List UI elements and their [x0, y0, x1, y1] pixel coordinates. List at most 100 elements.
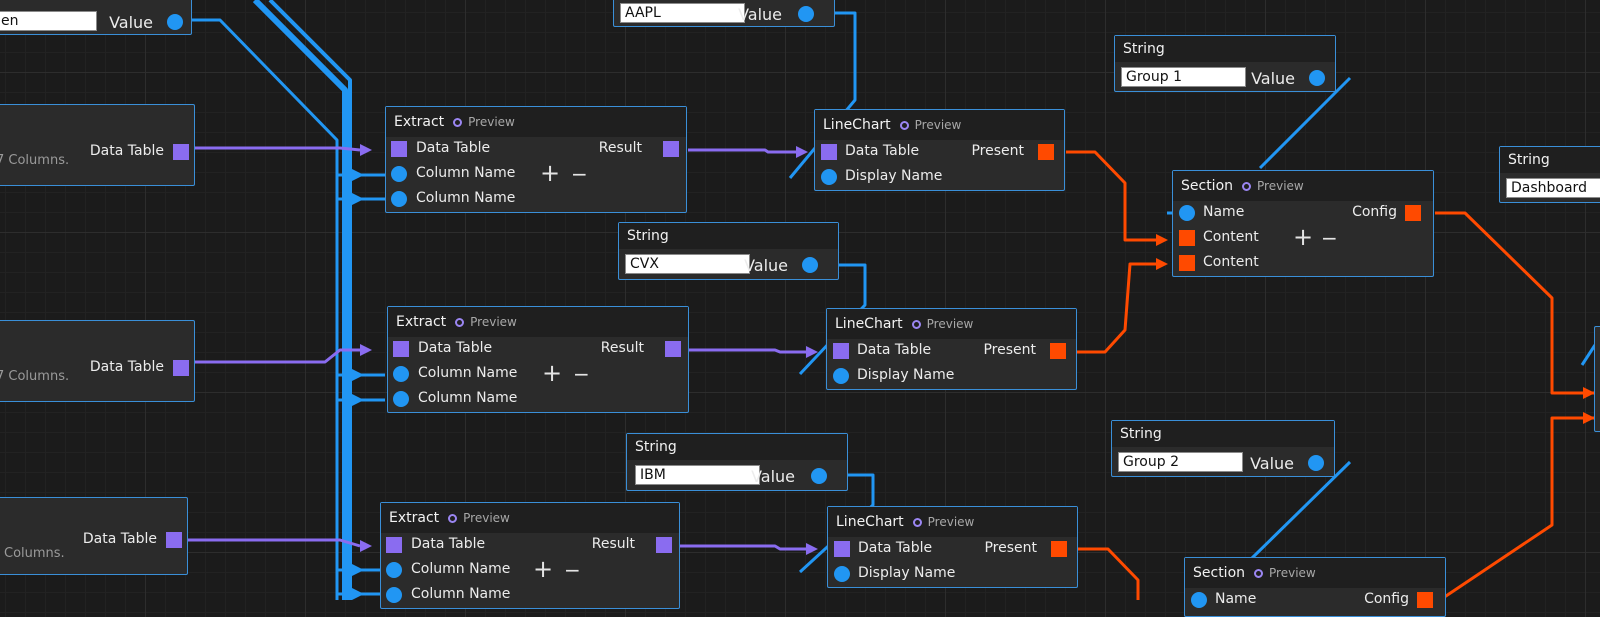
port-row: Display Name — [827, 364, 1076, 389]
value-output-pin[interactable] — [798, 6, 814, 22]
remove-port-button[interactable]: − — [564, 558, 581, 582]
column-name-input-pin[interactable] — [391, 166, 407, 182]
add-port-button[interactable]: + — [533, 555, 554, 583]
preview-label[interactable]: Preview — [926, 317, 974, 331]
name-input-pin[interactable] — [1179, 205, 1195, 221]
port-row: Column Name — [388, 387, 688, 412]
value-output-pin[interactable] — [1308, 455, 1324, 471]
remove-port-button[interactable]: − — [571, 162, 588, 186]
column-name-input-pin[interactable] — [391, 191, 407, 207]
add-port-button[interactable]: + — [1293, 223, 1314, 251]
config-output-pin[interactable] — [1405, 205, 1421, 221]
string-input[interactable]: Dashboard — [1506, 178, 1600, 198]
display-name-input-pin[interactable] — [834, 566, 850, 582]
present-output-pin[interactable] — [1038, 144, 1054, 160]
port-row: Data Table — [0, 135, 194, 160]
data-table-node[interactable]: Data Table 7 Columns. — [0, 320, 195, 402]
data-table-input-pin[interactable] — [386, 537, 402, 553]
column-name-input-pin[interactable] — [393, 366, 409, 382]
string-input[interactable]: CVX — [625, 254, 750, 274]
content-input-pin[interactable] — [1179, 255, 1195, 271]
preview-label[interactable]: Preview — [470, 315, 517, 329]
preview-label[interactable]: Preview — [927, 515, 975, 529]
preview-toggle-icon[interactable] — [448, 513, 458, 523]
preview-label[interactable]: Preview — [463, 511, 510, 525]
preview-toggle-icon[interactable] — [912, 517, 922, 527]
value-output-pin[interactable] — [811, 468, 827, 484]
arrow-head — [360, 344, 372, 356]
preview-label[interactable]: Preview — [914, 118, 962, 132]
name-label: Name — [1203, 204, 1245, 220]
columns-hint: 7 Columns. — [0, 153, 70, 168]
data-table-input-pin[interactable] — [834, 541, 850, 557]
display-name-input-pin[interactable] — [833, 368, 849, 384]
data-table-input-pin[interactable] — [391, 141, 407, 157]
remove-port-button[interactable]: − — [573, 362, 590, 386]
result-output-pin[interactable] — [663, 141, 679, 157]
string-node[interactable]: String CVX Value — [618, 222, 839, 280]
data-table-input-pin[interactable] — [833, 343, 849, 359]
string-input[interactable]: AAPL — [620, 3, 745, 23]
data-table-node[interactable]: Data Table Columns. — [0, 497, 188, 575]
string-input[interactable]: Group 2 — [1118, 452, 1243, 472]
preview-toggle-icon[interactable] — [1254, 568, 1264, 578]
port-row: Data Table Present — [828, 537, 1077, 562]
node-title: String — [1120, 426, 1162, 442]
result-output-pin[interactable] — [656, 537, 672, 553]
result-output-pin[interactable] — [665, 341, 681, 357]
column-name-label: Column Name — [411, 561, 511, 577]
column-name-input-pin[interactable] — [386, 562, 402, 578]
data-table-input-pin[interactable] — [393, 341, 409, 357]
string-node[interactable]: String Dashboard — [1499, 146, 1600, 203]
preview-toggle-icon[interactable] — [899, 120, 909, 130]
data-table-output-pin[interactable] — [173, 360, 189, 376]
value-output-pin[interactable] — [167, 14, 183, 30]
present-output-pin[interactable] — [1050, 343, 1066, 359]
present-output-pin[interactable] — [1051, 541, 1067, 557]
string-input[interactable]: Group 1 — [1121, 67, 1246, 87]
display-name-input-pin[interactable] — [821, 169, 837, 185]
column-name-input-pin[interactable] — [386, 587, 402, 603]
string-input[interactable]: en — [0, 11, 97, 31]
connection-wires — [188, 0, 1597, 600]
preview-label[interactable]: Preview — [1257, 179, 1304, 193]
data-table-output-pin[interactable] — [166, 532, 182, 548]
preview-toggle-icon[interactable] — [453, 117, 463, 127]
preview-toggle-icon[interactable] — [911, 319, 921, 329]
string-node[interactable]: String Group 2 Value — [1111, 420, 1335, 477]
value-output-pin[interactable] — [802, 257, 818, 273]
config-output-pin[interactable] — [1417, 592, 1433, 608]
result-label: Result — [591, 536, 635, 552]
preview-toggle-icon[interactable] — [1242, 181, 1252, 191]
add-port-button[interactable]: + — [542, 359, 563, 387]
remove-port-button[interactable]: − — [1321, 226, 1338, 250]
data-table-output-pin[interactable] — [173, 144, 189, 160]
string-node[interactable]: String Group 1 Value — [1114, 35, 1336, 92]
string-node[interactable]: String IBM Value — [626, 433, 848, 491]
port-row: Display Name — [815, 165, 1064, 190]
preview-label[interactable]: Preview — [1269, 566, 1316, 580]
string-node[interactable]: AAPL Value — [613, 0, 835, 27]
column-name-input-pin[interactable] — [393, 391, 409, 407]
data-table-input-pin[interactable] — [821, 144, 837, 160]
preview-toggle-icon[interactable] — [455, 317, 465, 327]
content-input-pin[interactable] — [1179, 230, 1195, 246]
dashboard-node[interactable] — [1594, 326, 1600, 432]
data-table-node[interactable]: Data Table 7 Columns. — [0, 104, 195, 186]
string-node[interactable]: en Value — [0, 0, 192, 35]
value-output-pin[interactable] — [1309, 70, 1325, 86]
preview-label[interactable]: Preview — [468, 115, 515, 129]
string-input[interactable]: IBM — [635, 465, 760, 485]
wire-blue — [1580, 344, 1597, 366]
add-port-button[interactable]: + — [540, 159, 561, 187]
name-input-pin[interactable] — [1191, 592, 1207, 608]
